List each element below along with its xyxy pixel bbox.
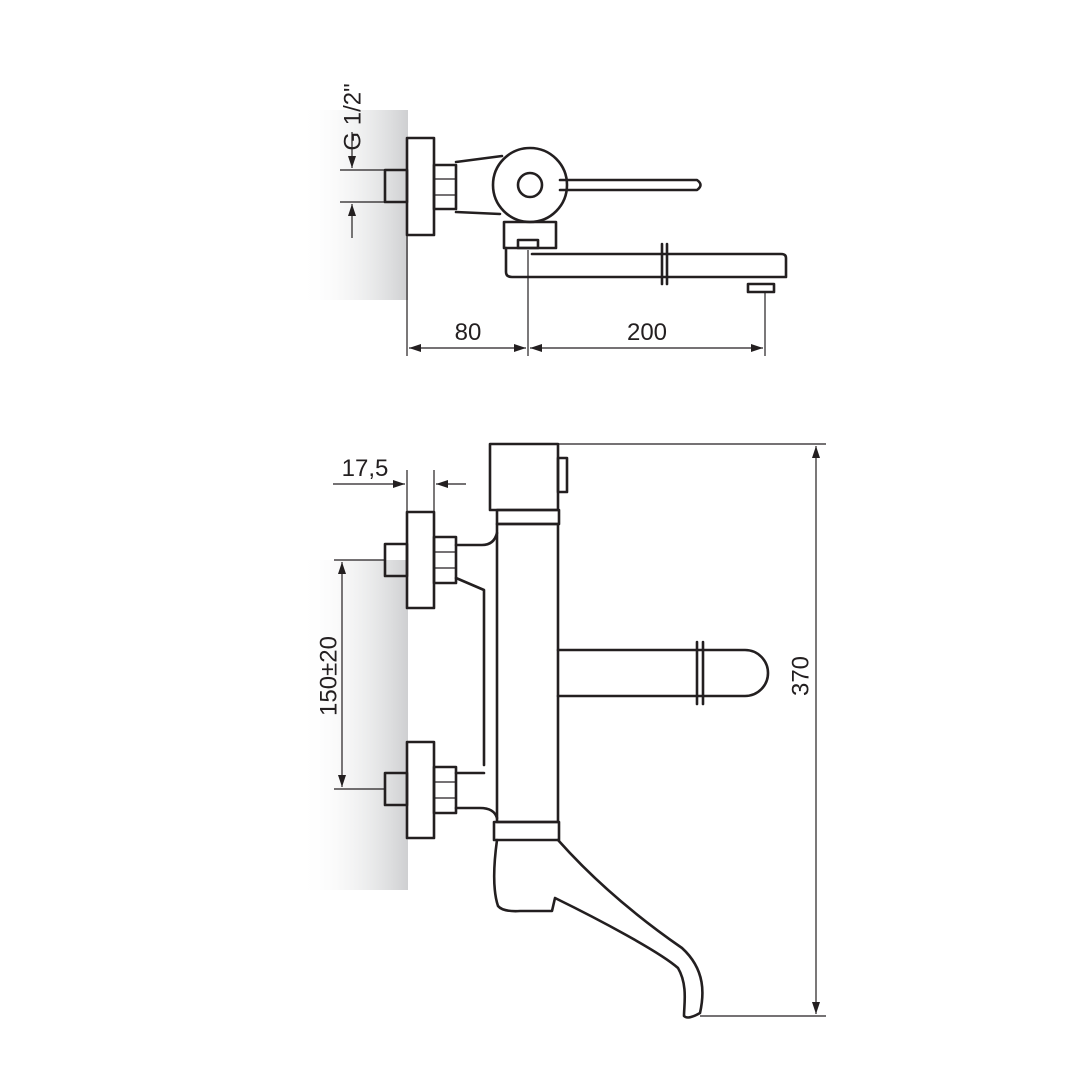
upper-inlet bbox=[383, 510, 499, 767]
dimension-150: 150±20 bbox=[315, 559, 385, 790]
cartridge-outer-circle bbox=[491, 146, 569, 224]
lever-handle-front bbox=[492, 838, 704, 1019]
wall-flange-top bbox=[405, 136, 436, 237]
side-spout bbox=[556, 648, 770, 698]
wall-shade-front bbox=[300, 560, 408, 890]
length-dimensions: 80 200 bbox=[406, 235, 766, 356]
aerator-top bbox=[746, 282, 776, 294]
spout-top bbox=[504, 246, 788, 279]
spout-connector-top bbox=[502, 220, 558, 250]
dim-150: 150±20 bbox=[315, 636, 342, 716]
hex-nut-top bbox=[432, 163, 458, 211]
top-cap bbox=[488, 442, 560, 512]
dim-17-5: 17,5 bbox=[342, 455, 389, 482]
front-view: 17,5 150±20 370 bbox=[300, 442, 826, 1019]
bottom-collar bbox=[492, 820, 561, 842]
inlet-stub-top bbox=[383, 168, 409, 204]
cartridge-inner-circle bbox=[516, 171, 544, 199]
thread-label: G 1/2" bbox=[339, 83, 366, 150]
dim-80: 80 bbox=[455, 319, 482, 346]
mixer-body-top bbox=[454, 154, 504, 216]
dim-370: 370 bbox=[787, 656, 814, 696]
dim-200: 200 bbox=[627, 319, 667, 346]
dimension-370: 370 bbox=[558, 443, 826, 1017]
dimension-17-5: 17,5 bbox=[333, 455, 466, 512]
top-view: G 1/2" 80 200 bbox=[300, 83, 788, 356]
lever-handle-top bbox=[558, 178, 702, 192]
thread-dimension: G 1/2" bbox=[339, 83, 385, 238]
main-body bbox=[495, 522, 560, 824]
